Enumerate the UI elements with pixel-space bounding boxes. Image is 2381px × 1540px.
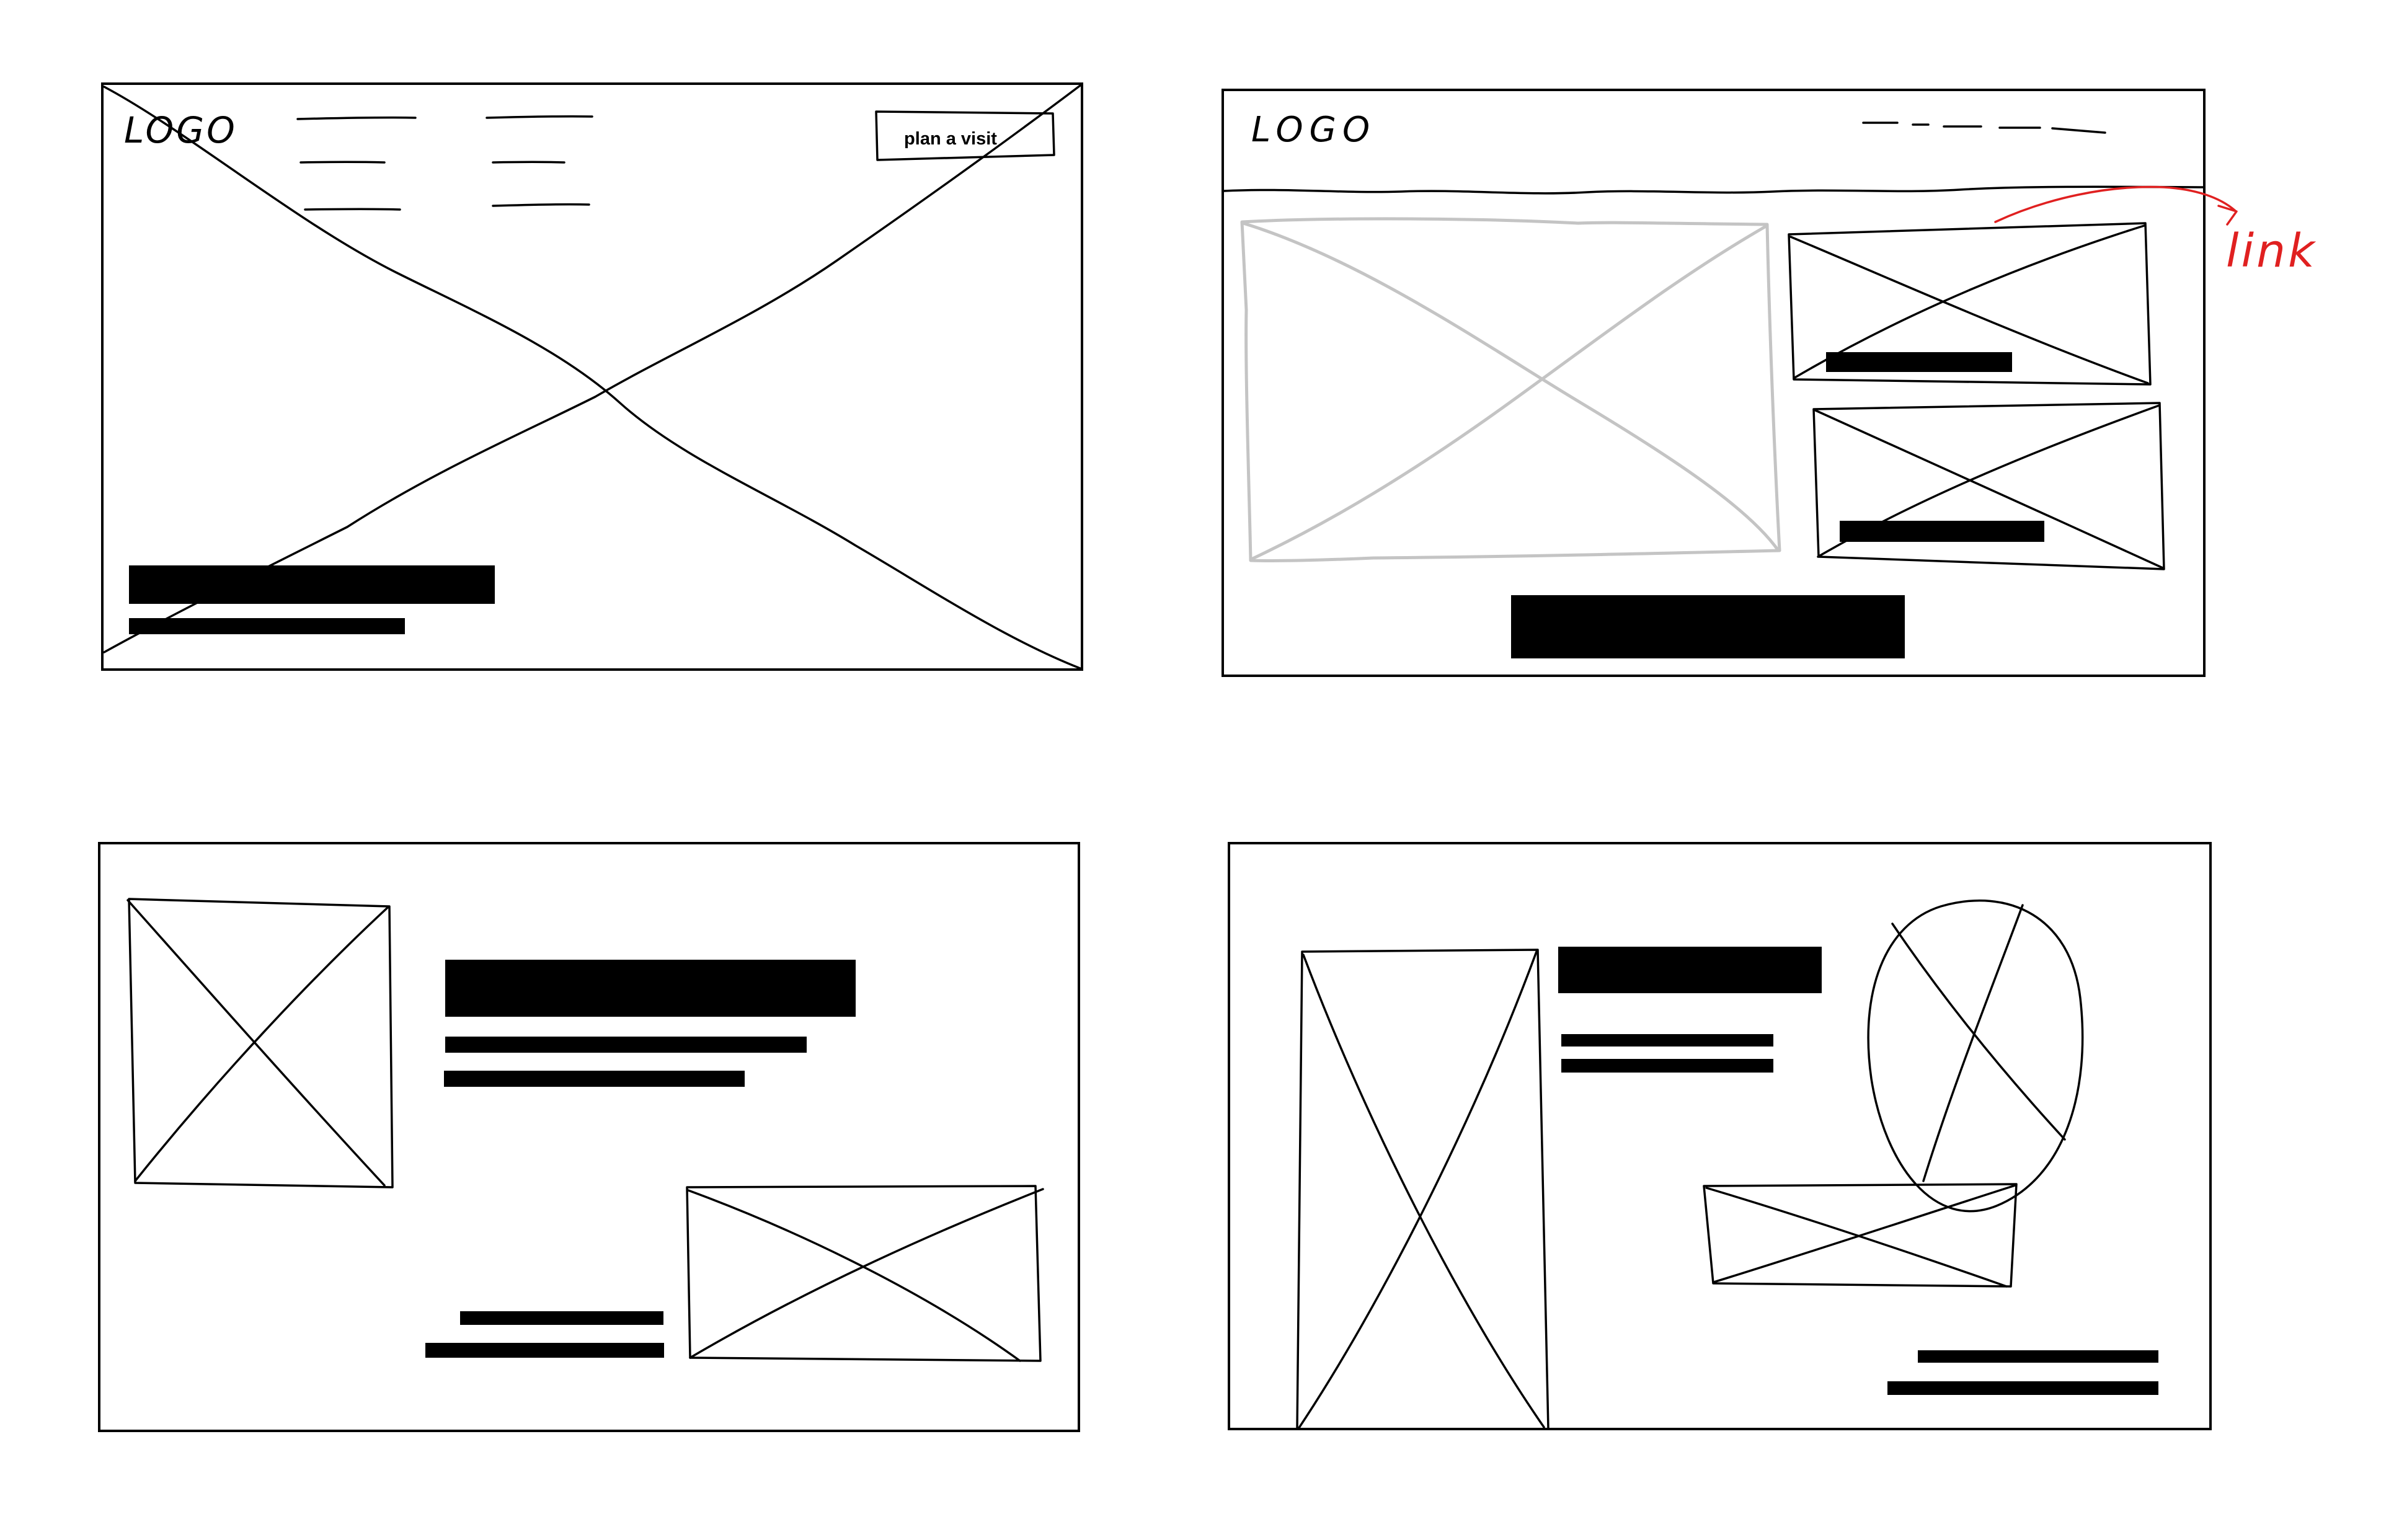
feature-grid-logo: LOGO [1251, 110, 1376, 150]
plan-a-visit-button[interactable]: plan a visit [875, 110, 1055, 161]
plan-a-visit-button-label: plan a visit [904, 129, 997, 149]
gallery-body-line-2 [1561, 1059, 1773, 1073]
wireframe-gallery [1228, 842, 2212, 1430]
large-image-cross-a [1241, 221, 1780, 552]
gallery-oval-image [1867, 899, 2084, 1213]
frame-image-text [98, 842, 1080, 1432]
featured-large-image-placeholder [1240, 217, 1781, 563]
card-bottom-image-border [1812, 402, 2165, 570]
wide-image-border [686, 1185, 1042, 1362]
gallery-wide-image-border [1703, 1183, 2018, 1288]
oval-image-border [1867, 899, 2084, 1213]
image-text-heading-bar [445, 960, 856, 1017]
header-divider [1223, 185, 2204, 195]
gallery-body-line-1 [1561, 1034, 1773, 1047]
nav-link [486, 115, 593, 119]
image-text-wide-image [686, 1185, 1044, 1362]
wireframe-hero: LOGO plan a visit [101, 82, 1083, 671]
card-top-image-cross-b [1793, 224, 2145, 379]
image-text-caption-line-1 [460, 1311, 663, 1325]
gallery-wide-image [1703, 1183, 2018, 1288]
square-image-cross-b [134, 906, 389, 1182]
card-bottom [1812, 402, 2165, 570]
hero-heading-bar [129, 565, 495, 604]
card-top-image-border [1788, 222, 2152, 386]
wireframe-image-text [98, 842, 1080, 1432]
hero-subheading-bar [129, 618, 405, 634]
card-bottom-caption-bar [1840, 521, 2044, 542]
image-text-body-line-2 [444, 1071, 745, 1087]
feature-grid-cta-bar [1511, 595, 1905, 658]
frame-gallery [1228, 842, 2212, 1430]
nav-link [304, 208, 401, 211]
gallery-wide-image-cross-a [1705, 1187, 2008, 1288]
wireframe-feature-grid: LOGO link [1222, 89, 2317, 677]
gallery-heading-bar [1558, 947, 1822, 993]
square-image-cross-a [126, 899, 386, 1187]
card-top-image-cross-a [1789, 236, 2149, 384]
card-top [1788, 222, 2152, 386]
link-annotation-label: link [2226, 224, 2317, 278]
image-text-body-line-1 [445, 1037, 807, 1053]
card-bottom-image-cross-a [1814, 409, 2164, 569]
tall-image-cross-a [1302, 954, 1545, 1428]
large-image-cross-b [1249, 224, 1768, 561]
image-text-caption-line-2 [425, 1343, 664, 1358]
oval-image-cross-b [1922, 904, 2024, 1182]
hero-image-cross-diagonal-a [103, 86, 1081, 670]
wide-image-cross-b [689, 1188, 1044, 1359]
gallery-wide-image-cross-b [1713, 1184, 2016, 1283]
oval-image-cross-a [1891, 923, 2066, 1141]
nav-link [296, 116, 417, 120]
hero-logo: LOGO [124, 109, 237, 151]
card-top-caption-bar [1826, 352, 2012, 372]
gallery-tall-image [1296, 949, 1550, 1430]
tall-image-border [1296, 949, 1550, 1430]
header-nav-dashes [1862, 122, 2106, 134]
image-text-square-image [126, 898, 394, 1188]
nav-link [492, 203, 590, 207]
gallery-caption-line-1 [1918, 1350, 2158, 1363]
square-image-border [128, 898, 394, 1188]
hero-nav-links [296, 115, 593, 211]
wide-image-cross-a [687, 1189, 1021, 1362]
link-annotation-arrow [1994, 185, 2238, 226]
plan-a-visit-button-border [875, 110, 1055, 161]
gallery-caption-line-2 [1887, 1381, 2158, 1395]
tall-image-cross-b [1298, 950, 1538, 1429]
